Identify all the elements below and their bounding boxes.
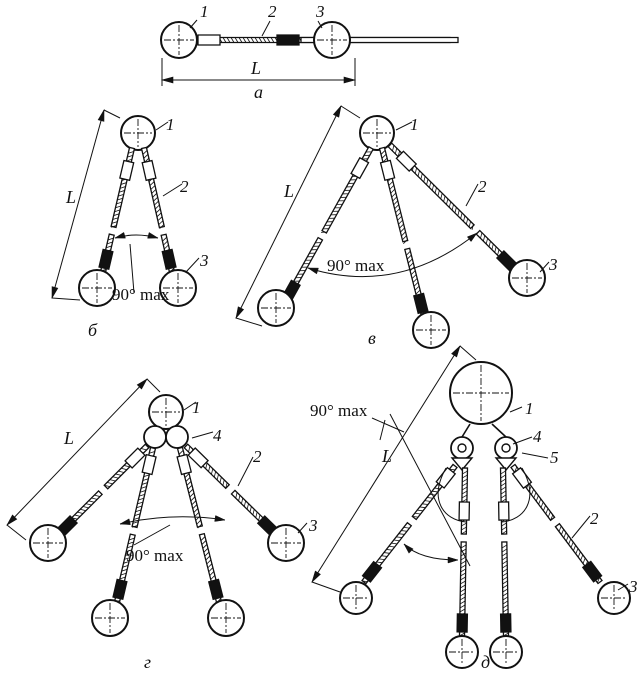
leader-d-2 [572, 516, 590, 538]
ring-d-inner-right [490, 636, 522, 668]
ring-v-mid [413, 312, 449, 348]
leader-v-2 [466, 184, 478, 206]
link-d-left-stem [462, 424, 470, 437]
subfigure-label-g: г [144, 652, 151, 672]
rope-d-inner-left [457, 468, 469, 636]
leader-a-1 [190, 20, 197, 28]
rope-g-inner-right [177, 447, 223, 602]
ring-g-inner-left [92, 600, 128, 636]
ring-g-outer-right [268, 525, 304, 561]
ring-v-master [360, 116, 394, 150]
rope-b-right [142, 147, 176, 272]
leader-g-4 [192, 432, 213, 438]
subfigure-label-v: в [368, 328, 376, 348]
label-d-part-2: 2 [590, 509, 599, 528]
leader-d-1 [510, 407, 522, 412]
leader-d-4 [513, 437, 532, 444]
link-g-right [166, 426, 188, 448]
dimension-b-length [52, 110, 120, 300]
dimension-v-length [236, 106, 360, 326]
ring-g-outer-left [30, 525, 66, 561]
label-d-part-3: 3 [628, 577, 638, 596]
label-a-part-2: 2 [268, 2, 277, 21]
leader-g-2 [238, 457, 253, 486]
leader-a-2 [262, 21, 270, 36]
ring-d-outer-left [340, 582, 372, 614]
ring-v-right [509, 260, 545, 296]
label-a-part-1: 1 [200, 2, 209, 21]
link-d-left-inner [458, 444, 466, 452]
leader-b-3 [186, 258, 199, 272]
ring-g-master [149, 395, 183, 429]
angle-arc-b [115, 232, 158, 238]
leader-d-5 [522, 453, 548, 458]
angle-arc-d [404, 544, 458, 563]
label-v-part-1: 1 [410, 115, 419, 134]
label-v-part-3: 3 [548, 255, 558, 274]
ring-a-right [314, 22, 350, 58]
label-v-angle: 90° max [327, 256, 385, 275]
ring-d-inner-left [446, 636, 478, 668]
ring-b-left [79, 270, 115, 306]
ring-d-outer-right [598, 582, 630, 614]
label-g-length: L [63, 428, 74, 448]
label-g-angle: 90° max [126, 546, 184, 565]
ring-v-left [258, 290, 294, 326]
ring-d-master [450, 362, 512, 424]
label-b-part-3: 3 [199, 251, 209, 270]
leader-g-3 [298, 523, 307, 533]
rope-d-outer-left [362, 464, 457, 583]
rope-v-left [282, 147, 373, 303]
rope-d-outer-right [511, 465, 602, 584]
label-g-part-3: 3 [308, 516, 318, 535]
label-a-length: L [250, 58, 261, 78]
label-v-length: L [283, 181, 294, 201]
label-b-angle: 90° max [112, 285, 170, 304]
label-d-part-5: 5 [550, 448, 559, 467]
label-g-part-1: 1 [192, 398, 201, 417]
ring-a-left [161, 22, 197, 58]
label-b-part-2: 2 [180, 177, 189, 196]
subfigure-label-d: д [481, 652, 490, 672]
label-g-part-2: 2 [253, 447, 262, 466]
link-d-right-inner [502, 444, 510, 452]
label-d-part-1: 1 [525, 399, 534, 418]
ring-g-inner-right [208, 600, 244, 636]
label-a-part-3: 3 [315, 2, 325, 21]
ring-b-master [121, 116, 155, 150]
link-d-right-stem [492, 424, 506, 437]
angle-leader-g [134, 525, 170, 545]
label-b-part-1: 1 [166, 115, 175, 134]
rope-b-left [99, 147, 134, 272]
subfigure-label-a: а [254, 82, 263, 102]
label-d-length: L [381, 446, 392, 466]
label-v-part-2: 2 [478, 177, 487, 196]
label-b-length: L [65, 187, 76, 207]
subfigure-label-b: б [88, 320, 98, 340]
label-d-part-4: 4 [533, 427, 542, 446]
label-d-angle: 90° max [310, 401, 368, 420]
angle-leader-d-1 [372, 418, 404, 432]
rope-d-inner-right [499, 468, 511, 636]
label-g-part-4: 4 [213, 426, 222, 445]
link-g-left [144, 426, 166, 448]
